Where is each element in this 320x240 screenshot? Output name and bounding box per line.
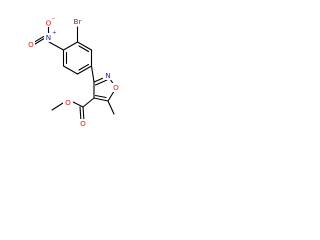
label-nitro-o-bottom: O −: [44, 17, 56, 28]
label-bromine: Br: [69, 17, 86, 26]
label-nitro-nitrogen: N +: [44, 30, 57, 42]
label-ester-ether-o: O: [63, 98, 73, 107]
ester-group: [51, 97, 95, 122]
structure-diagram: Br N + O O − O N O O: [26, 17, 121, 128]
bromine-label: Br: [74, 17, 82, 26]
ester-ether-o-label: O: [65, 98, 71, 107]
nitro-o-left-label: O: [28, 40, 34, 49]
benzene-ring: [62, 41, 93, 75]
ring-oxygen-label: O: [113, 83, 119, 92]
ring-nitrogen-label: N: [105, 71, 110, 80]
nitro-o-charge: −: [51, 17, 55, 23]
methyl-bond: [107, 100, 115, 115]
label-ring-oxygen: O: [111, 83, 121, 92]
nitro-nitrogen-label: N: [46, 33, 51, 42]
nitro-charge: +: [52, 30, 56, 36]
ester-carbonyl-o-label: O: [80, 119, 86, 128]
label-ester-carbonyl-o: O: [78, 119, 88, 128]
nitro-o-bottom-label: O: [46, 19, 52, 28]
label-nitro-o-left: O: [26, 40, 35, 49]
label-ring-nitrogen: N: [103, 71, 113, 80]
